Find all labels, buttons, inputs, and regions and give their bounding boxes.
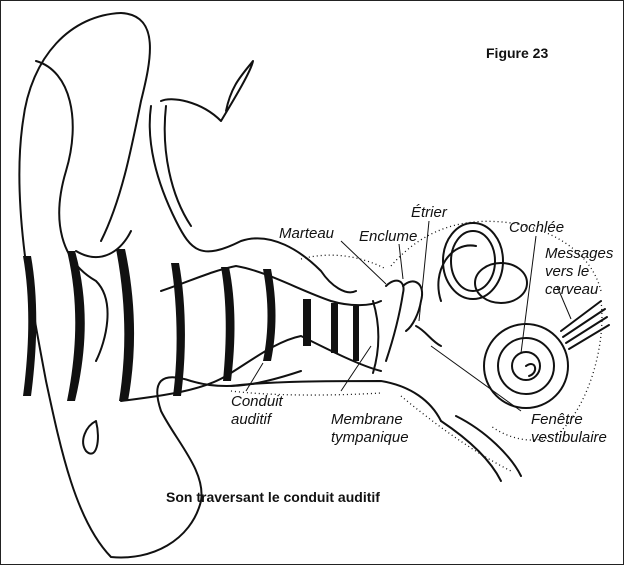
label-cochlee: Cochlée — [509, 219, 564, 236]
label-messages-line-3: cerveau — [545, 281, 598, 298]
lobule-curl — [83, 421, 98, 454]
sound-wave-2 — [67, 251, 85, 401]
helix-fold — [36, 61, 108, 361]
eustachian-tube-2 — [456, 416, 521, 476]
stapes-bone — [416, 326, 441, 346]
figure-label: Figure 23 — [486, 45, 548, 62]
label-conduit-line-1: Conduit — [231, 393, 283, 410]
label-messages-line-1: Messages — [545, 245, 613, 262]
label-membrane-line-1: Membrane — [331, 411, 403, 428]
sound-wave-9 — [353, 306, 359, 361]
marteau-leader — [341, 241, 386, 284]
label-etrier: Étrier — [411, 204, 447, 221]
pinna-outline — [19, 13, 301, 558]
enclume-leader — [399, 244, 403, 279]
label-fenetre-line-1: Fenêtre — [531, 411, 583, 428]
malleus-bone — [386, 281, 404, 361]
sound-wave-5 — [221, 267, 235, 381]
sound-wave-7 — [303, 299, 311, 346]
upper-bone-inner — [165, 106, 191, 226]
semicircular-canal-2 — [475, 263, 527, 303]
incus-bone — [403, 281, 422, 331]
tympanic-membrane — [373, 301, 378, 373]
upper-bone-outline-2 — [161, 61, 253, 121]
label-messages-line-2: vers le — [545, 263, 589, 280]
label-membrane-line-2: tympanique — [331, 429, 409, 446]
figure-caption: Son traversant le conduit auditif — [166, 489, 380, 506]
eustachian-tube — [441, 421, 501, 481]
upper-bone-outline — [150, 106, 356, 292]
label-marteau: Marteau — [279, 225, 334, 242]
etrier-leader — [419, 221, 429, 321]
pinna-inner-rim — [101, 13, 150, 241]
sound-wave-8 — [331, 303, 338, 353]
label-conduit-line-2: auditif — [231, 411, 271, 428]
semicircular-canal-1-inner — [451, 231, 495, 291]
sound-wave-3 — [116, 249, 134, 401]
canal-lower-wall — [121, 336, 381, 401]
sound-waves — [23, 249, 359, 401]
label-enclume: Enclume — [359, 228, 417, 245]
label-fenetre-line-2: vestibulaire — [531, 429, 607, 446]
cochlea-spiral — [526, 364, 535, 376]
sound-wave-1 — [23, 256, 36, 396]
fenetre-leader — [431, 346, 521, 411]
conduit-leader — [246, 363, 263, 391]
